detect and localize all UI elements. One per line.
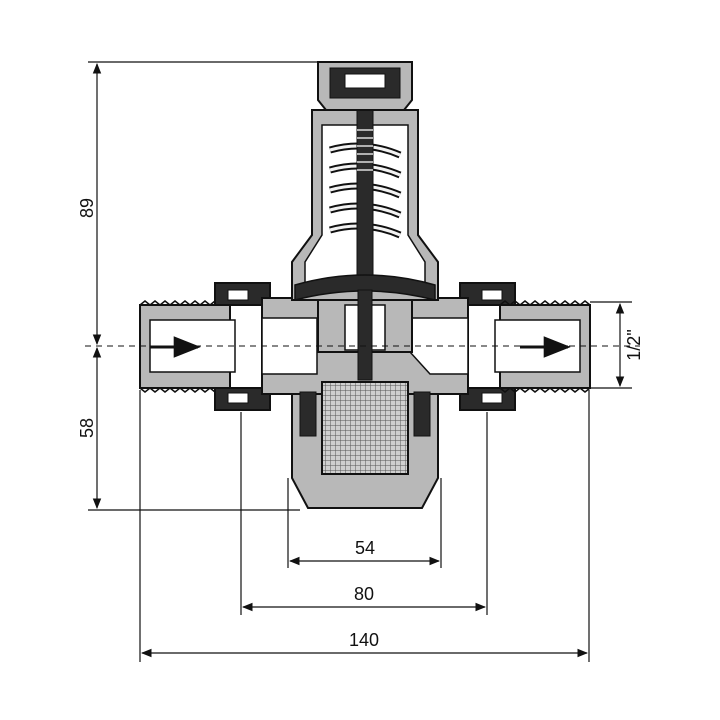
dimension-lines bbox=[88, 61, 632, 662]
dim-label-58: 58 bbox=[77, 418, 97, 438]
dim-label-89: 89 bbox=[77, 198, 97, 218]
dim-label-half-inch: 1/2" bbox=[624, 329, 644, 360]
dim-label-54: 54 bbox=[355, 538, 375, 558]
dim-label-80: 80 bbox=[354, 584, 374, 604]
diaphragm bbox=[294, 274, 436, 301]
filter-mesh bbox=[321, 381, 409, 475]
adjusting-stem bbox=[356, 94, 374, 286]
dim-label-140: 140 bbox=[349, 630, 379, 650]
valve-body bbox=[139, 61, 591, 509]
right-thread-top bbox=[499, 300, 591, 306]
right-thread-bottom bbox=[499, 387, 591, 393]
